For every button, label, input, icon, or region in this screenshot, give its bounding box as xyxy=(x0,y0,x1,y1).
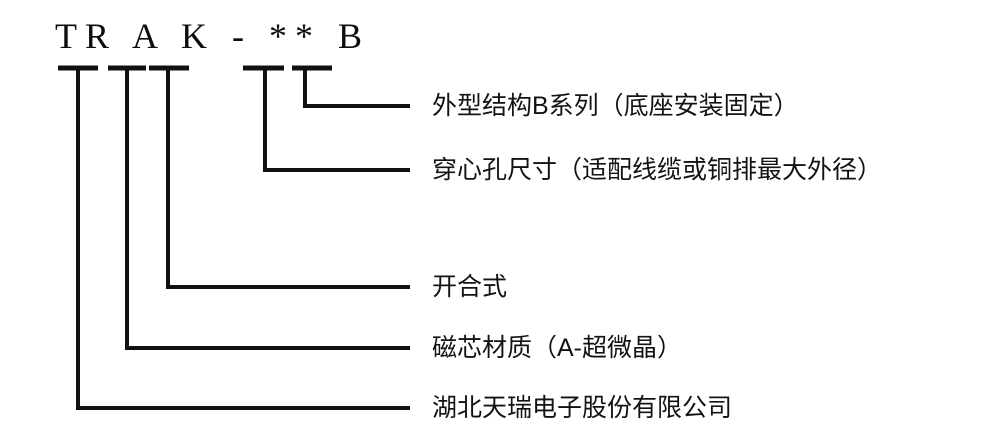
callout-label-split-core: 开合式 xyxy=(432,273,508,301)
callout-leader-callout-b-series xyxy=(303,68,410,108)
callout-leader-callout-split-core xyxy=(166,68,410,289)
part-number-title: TR A K - ** B xyxy=(55,16,371,56)
callout-label-company: 湖北天瑞电子股份有限公司 xyxy=(432,394,733,422)
callout-leader-callout-company xyxy=(76,68,410,410)
callout-leader-callout-hole-size xyxy=(263,68,410,172)
callout-leader-callout-core-material xyxy=(125,68,410,350)
callout-label-b-series: 外型结构B系列（底座安装固定） xyxy=(432,92,799,120)
callout-label-core-material: 磁芯材质（A-超微晶） xyxy=(432,334,683,362)
callout-label-hole-size: 穿心孔尺寸（适配线缆或铜排最大外径） xyxy=(432,156,883,184)
